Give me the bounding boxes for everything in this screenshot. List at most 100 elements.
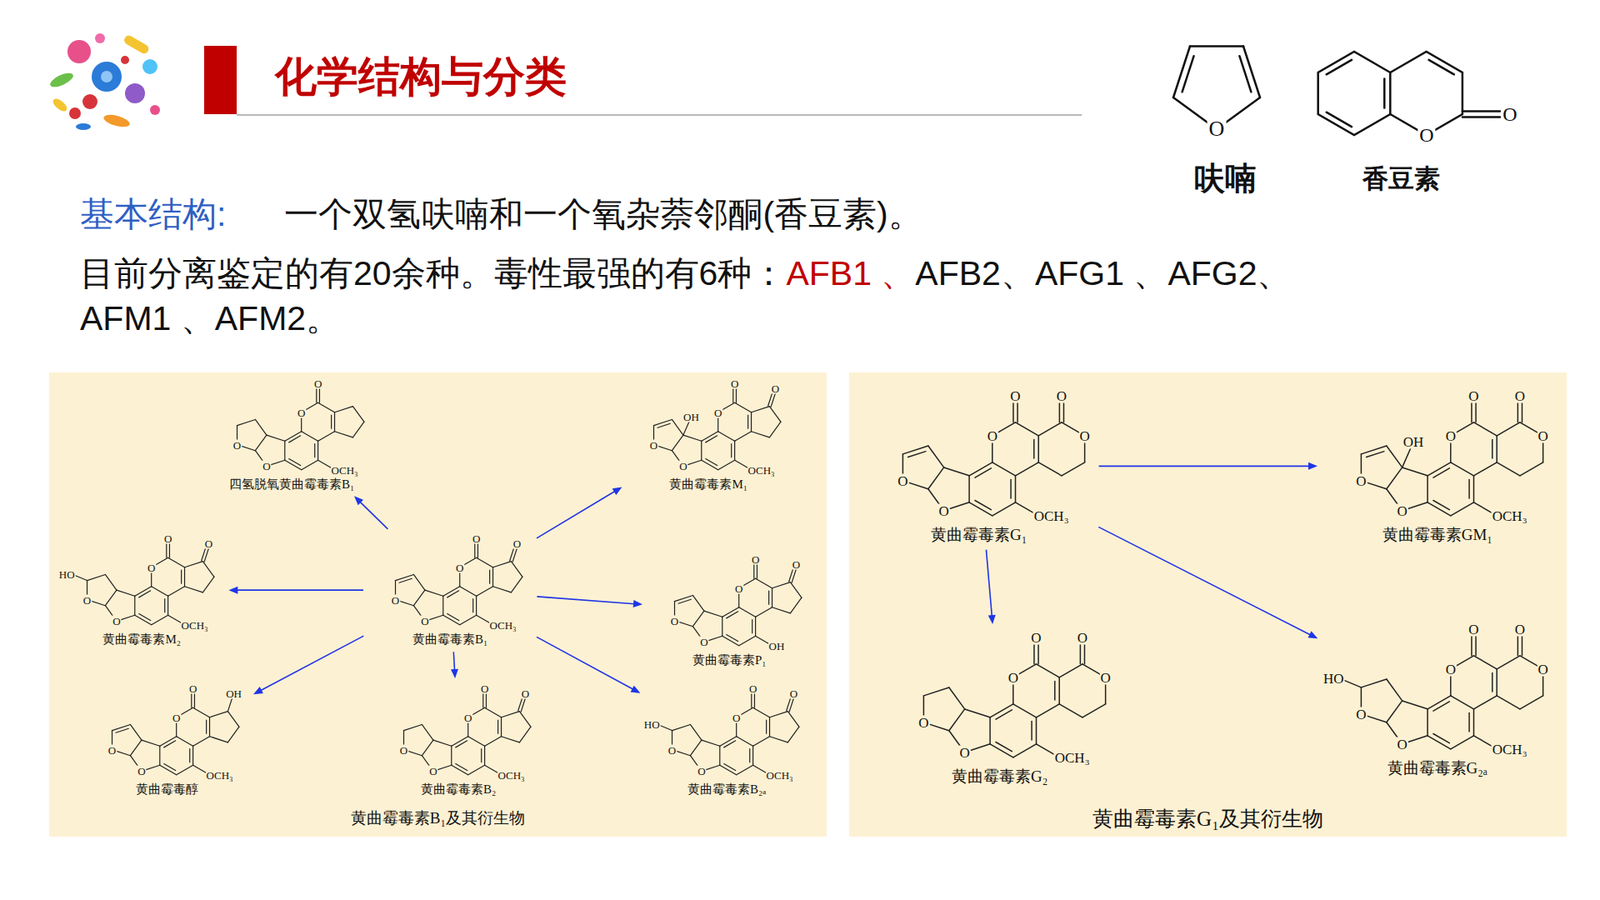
bond-line — [739, 635, 756, 646]
bond-line — [519, 726, 531, 743]
bond-line — [705, 459, 718, 466]
bond-line — [1520, 695, 1544, 710]
bond-line — [752, 745, 754, 765]
bond-line — [1426, 709, 1429, 736]
microbe-rod — [48, 70, 75, 90]
bond-line — [1326, 112, 1352, 128]
bond-line — [493, 586, 512, 593]
compound-name: 黄曲霉毒醇 — [135, 781, 199, 799]
compound-node: 黄曲霉毒素G₁OOOOOOOCH₃ — [861, 385, 1097, 548]
bond-line — [768, 590, 770, 605]
microbe-dot — [142, 59, 158, 75]
bond-line — [690, 724, 702, 740]
bond-line — [787, 726, 800, 743]
arrow-shaft — [1098, 526, 1311, 635]
bond-line — [87, 574, 106, 580]
atom-label: O — [1030, 630, 1042, 645]
compound-name: 黄曲霉毒素B₁ — [412, 631, 488, 649]
microbe-dot — [120, 55, 130, 65]
bond-line — [739, 607, 756, 618]
bond-line — [692, 595, 705, 611]
bond-line — [318, 402, 335, 413]
body-text: AFB1 、 — [785, 254, 915, 293]
atom-label: O — [1514, 621, 1526, 636]
microbe-dot — [150, 105, 160, 115]
bond-line — [1059, 704, 1083, 718]
bond-line — [1474, 655, 1498, 670]
bond-line — [1058, 677, 1060, 705]
bond-line — [1474, 462, 1498, 476]
atom-label: O — [463, 711, 473, 723]
bond-line — [753, 707, 770, 718]
bond-line — [334, 412, 335, 432]
derivation-arrow — [1098, 526, 1318, 639]
derivation-arrow — [536, 486, 622, 538]
atom-label: O — [455, 561, 465, 573]
atom-label: O — [791, 558, 801, 570]
bond-line — [1468, 480, 1470, 499]
arrow-shaft — [1099, 465, 1310, 468]
atom-label: O — [1467, 621, 1480, 636]
compound-name: 黄曲霉毒素B₂ — [420, 781, 496, 799]
bond-line — [485, 707, 502, 718]
atom-label: O — [82, 594, 92, 605]
compound-name: 黄曲霉毒素P₁ — [692, 652, 767, 670]
bond-line — [705, 435, 718, 443]
bond-line — [719, 745, 720, 765]
body-text-line: 基本结构:一个双氢呋喃和一个氧杂萘邻酮(香豆素)。 — [80, 192, 923, 236]
bond-line — [1035, 717, 1038, 745]
bond-line — [790, 582, 802, 599]
structure-drawing — [207, 375, 376, 477]
atom-label: OCH₃ — [1033, 508, 1070, 523]
bond-line — [1450, 695, 1475, 710]
bond-line — [460, 615, 477, 625]
bond-line — [1491, 673, 1494, 692]
atom-label: O — [136, 765, 146, 777]
bond-line — [485, 736, 502, 747]
atom-label: O — [188, 683, 198, 695]
arrow-shaft — [453, 651, 455, 671]
arrow-head — [630, 685, 641, 694]
bond-line — [672, 724, 691, 730]
bond-line — [130, 724, 142, 740]
bond-line — [765, 720, 767, 734]
bond-line — [675, 595, 694, 601]
bond-line — [189, 749, 190, 763]
bond-line — [721, 616, 723, 636]
atom-label: O — [734, 582, 744, 594]
bond-line — [735, 431, 752, 442]
compound-node: 黄曲霉毒素B₁OOOOOOCH₃ — [365, 530, 535, 650]
bond-line — [736, 765, 754, 775]
atom-label: OH — [682, 411, 700, 423]
bond-line — [1496, 422, 1520, 436]
atom-label: O — [1417, 125, 1435, 145]
microbe-icon — [48, 33, 160, 130]
bond-line — [413, 574, 425, 590]
bond-line — [753, 736, 770, 747]
bond-line — [671, 419, 684, 435]
atom-label: O — [730, 378, 740, 390]
bond-line — [1433, 701, 1450, 711]
title-rule — [236, 114, 1082, 116]
bond-line — [1491, 440, 1494, 459]
bond-line — [493, 561, 512, 568]
atom-label: O — [313, 378, 323, 390]
bond-line — [1182, 55, 1195, 92]
bond-line — [1386, 467, 1403, 490]
bond-line — [1386, 700, 1403, 723]
bond-line — [139, 590, 151, 598]
atom-label: O — [390, 594, 400, 605]
atom-label: O — [959, 745, 971, 760]
bond-line — [718, 431, 735, 442]
microbe-dot — [100, 70, 113, 83]
compound-name: 黄曲霉毒素GM₁ — [1382, 525, 1493, 546]
bond-line — [1037, 435, 1040, 463]
bond-line — [141, 740, 160, 746]
atom-label: O — [111, 615, 121, 627]
atom-label: O — [512, 537, 522, 549]
atom-label: O — [1009, 388, 1021, 403]
bond-line — [433, 740, 452, 746]
microbe-dot — [91, 61, 122, 92]
bond-line — [399, 578, 412, 583]
bond-line — [413, 590, 425, 606]
